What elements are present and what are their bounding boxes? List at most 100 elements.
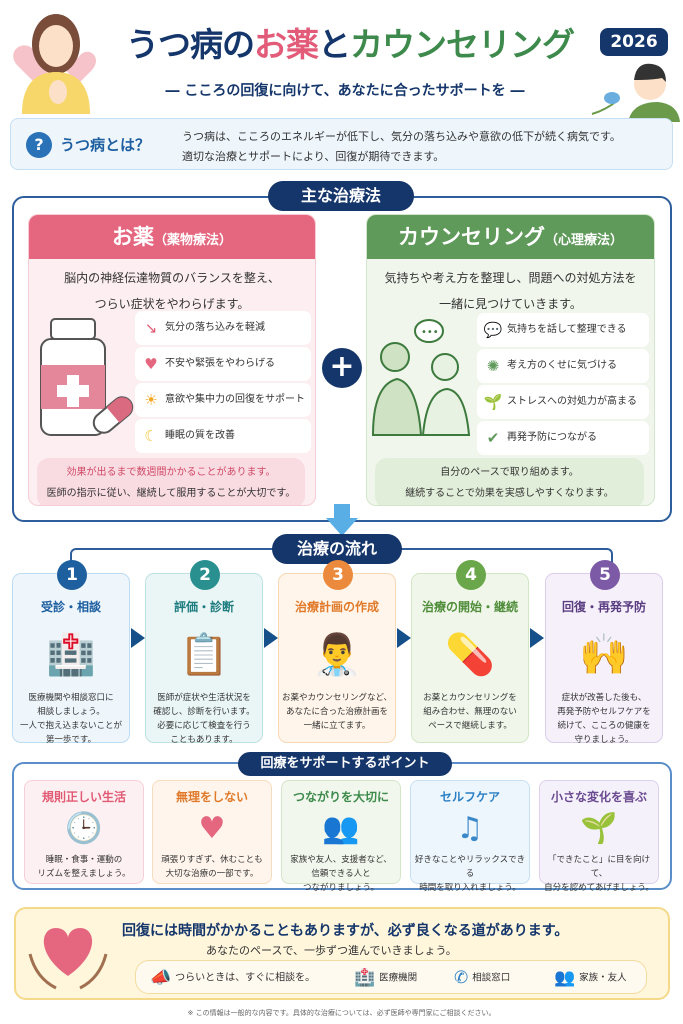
lightbulb-icon: ✺ — [486, 357, 500, 375]
sprout-icon: 🌱 — [580, 811, 618, 846]
celebrating-person-icon: 🙌 — [579, 632, 629, 678]
encouragement-sub: あなたのペースで、一歩ずつ進んでいきましょう。 — [206, 944, 457, 957]
heart-icon: ♥ — [144, 355, 158, 373]
phone-icon: ✆ — [454, 968, 469, 988]
medicine-and-counseling-icon: 💊 — [445, 632, 495, 678]
point-title: 無理をしない — [175, 790, 248, 804]
support-point: 無理をしない ♥ 頑張りすぎず、休むことも大切な治療の一部です。 — [152, 780, 272, 884]
step-title: 回復・再発予防 — [561, 600, 646, 614]
music-note-icon: ♫ — [456, 811, 484, 846]
what-is-box — [10, 118, 673, 170]
clipboard-checklist-icon: 📋 — [179, 632, 229, 678]
man-with-bird-illustration — [588, 60, 680, 122]
step-number: 3 — [323, 560, 353, 590]
counseling-feature-item: 💬気持ちを話して整理できる — [477, 313, 649, 347]
svg-text:•••: ••• — [421, 327, 439, 338]
question-icon: ? — [26, 132, 52, 158]
counseling-card-header: カウンセリング（心理療法） — [367, 215, 654, 259]
medicine-card-header: お薬（薬物療法） — [29, 215, 315, 259]
point-description: 頑張りすぎず、休むことも大切な治療の一部です。 — [161, 855, 263, 879]
counseling-description: 気持ちや考え方を整理し、問題への対処方法を一緒に見つけていきます。 — [384, 271, 637, 311]
sun-icon: ☀ — [144, 391, 158, 409]
step-description: お薬やカウンセリングなど、あなたに合った治療計画を一緒に立てます。 — [281, 693, 393, 731]
counseling-illustration: ••• — [369, 315, 475, 449]
consult-message: 📣つらいときは、すぐに相談を。 — [150, 968, 316, 988]
step-description: 症状が改善した後も、再発予防やセルフケアを続けて、こころの健康を守りましょう。 — [557, 693, 651, 745]
year-badge: 2026 — [600, 28, 668, 56]
what-is-label: うつ病とは？ — [60, 136, 151, 154]
point-description: 家族や友人、支援者など、信頼できる人とつながりましょう。 — [290, 855, 392, 893]
step-title: 治療計画の作成 — [294, 600, 379, 614]
main-treatments-heading: 主な治療法 — [268, 181, 414, 211]
medicine-feature-item: ☾睡眠の質を改善 — [135, 419, 311, 453]
step-number: 1 — [57, 560, 87, 590]
hospital-icon: 🏥 — [354, 968, 376, 988]
point-description: 睡眠・食事・運動のリズムを整えましょう。 — [37, 855, 131, 879]
flow-step-4: 4 治療の開始・継続 💊 お薬とカウンセリングを組み合わせ、無理のないペースで継… — [411, 560, 529, 743]
plus-icon: + — [322, 348, 362, 388]
megaphone-icon: 📣 — [150, 968, 172, 988]
medicine-feature-item: ↘気分の落ち込みを軽減 — [135, 311, 311, 345]
page-title: うつ病のお薬とカウンセリング — [126, 25, 575, 64]
what-is-text: うつ病は、こころのエネルギーが低下し、気分の落ち込みや意欲の低下が続く病気です。… — [182, 130, 621, 163]
medicine-note: 効果が出るまで数週間かかることがあります。医師の指示に従い、継続して服用すること… — [37, 458, 305, 505]
step-title: 治療の開始・継続 — [421, 600, 518, 614]
encouragement-main: 回復には時間がかかることもありますが、必ず良くなる道があります。 — [122, 923, 569, 939]
step-title: 受診・相談 — [40, 600, 101, 614]
flow-step-3: 3 治療計画の作成 👨‍⚕️ お薬やカウンセリングなど、あなたに合った治療計画を… — [278, 560, 396, 743]
arrow-right-icon — [397, 628, 411, 648]
contact-consultation-desk[interactable]: ✆相談窓口 — [454, 968, 511, 988]
counseling-note: 自分のペースで取り組めます。継続することで効果を実感しやすくなります。 — [375, 458, 644, 505]
flow-heading: 治療の流れ — [272, 534, 402, 564]
contact-bar: 📣つらいときは、すぐに相談を。 🏥医療機関 ✆相談窓口 👥家族・友人 — [135, 960, 647, 994]
support-point: つながりを大切に 👥 家族や友人、支援者など、信頼できる人とつながりましょう。 — [281, 780, 401, 893]
point-description: 「できたこと」に目を向けて、自分を認めてあげましょう。 — [544, 855, 654, 893]
counseling-feature-item: 🌱ストレスへの対処力が高まる — [477, 385, 649, 419]
point-title: つながりを大切に — [292, 790, 389, 804]
flow-step-2: 2 評価・診断 📋 医師が症状や生活状況を確認し、診断を行います。必要に応じて検… — [145, 560, 263, 745]
medicine-description: 脳内の神経伝達物質のバランスを整え、つらい症状をやわらげます。 — [64, 271, 280, 311]
support-point: 規則正しい生活 🕒 睡眠・食事・運動のリズムを整えましょう。 — [24, 780, 144, 884]
chat-bubble-icon: 💬 — [483, 321, 503, 339]
medicine-feature-item: ☀意欲や集中力の回復をサポート — [135, 383, 311, 417]
point-title: 規則正しい生活 — [41, 790, 126, 804]
down-arrow-icon — [326, 504, 358, 540]
flow-step-5: 5 回復・再発予防 🙌 症状が改善した後も、再発予防やセルフケアを続けて、こころ… — [545, 560, 663, 745]
hospital-icon: 🏥 — [46, 632, 96, 678]
flow-step-1: 1 受診・相談 🏥 医療機関や相談窓口に相談しましょう。一人で抱え込まないことが… — [12, 560, 130, 745]
support-heading: 回療をサポートするポイント — [238, 752, 452, 776]
step-number: 4 — [456, 560, 486, 590]
heart-in-hands-icon — [26, 920, 110, 994]
step-description: 医療機関や相談窓口に相談しましょう。一人で抱え込まないことが第一歩です。 — [19, 693, 122, 745]
support-point: セルフケア♫好きなことやリラックスできる時間を取り入れましょう。 — [410, 780, 530, 893]
step-number: 2 — [190, 560, 220, 590]
clock-icon: 🕒 — [65, 811, 103, 846]
medicine-feature-item: ♥不安や緊張をやわらげる — [135, 347, 311, 381]
step-number: 5 — [590, 560, 620, 590]
sprout-icon: 🌱 — [483, 393, 503, 411]
counseling-feature-item: ✔再発予防につながる — [477, 421, 649, 455]
support-point: 小さな変化を喜ぶ 🌱 「できたこと」に目を向けて、自分を認めてあげましょう。 — [539, 780, 659, 893]
point-title: セルフケア — [439, 790, 500, 804]
medicine-card: お薬（薬物療法） 脳内の神経伝達物質のバランスを整え、つらい症状をやわらげます。… — [28, 214, 316, 506]
woman-illustration — [8, 6, 98, 114]
subtitle: ― こころの回復に向けて、あなたに合ったサポートを ― — [165, 83, 525, 99]
heart-in-hand-icon: ♥ — [198, 811, 226, 846]
footer-disclaimer: ※ この情報は一般的な内容です。具体的な治療については、必ず医師や専門家にご相談… — [187, 1009, 496, 1017]
step-description: お薬とカウンセリングを組み合わせ、無理のないペースで継続します。 — [423, 693, 517, 731]
people-icon: 👥 — [554, 968, 576, 988]
contact-medical-institution[interactable]: 🏥医療機関 — [354, 968, 418, 988]
step-description: 医師が症状や生活状況を確認し、診断を行います。必要に応じて検査を行うこともありま… — [153, 693, 255, 745]
moon-icon: ☾ — [144, 427, 158, 445]
medicine-bottle-illustration — [35, 315, 135, 444]
doctor-patient-icon: 👨‍⚕️ — [312, 632, 362, 678]
people-icon: 👥 — [322, 811, 360, 846]
counseling-feature-item: ✺考え方のくせに気づける — [477, 349, 649, 383]
contact-family-friends[interactable]: 👥家族・友人 — [554, 968, 627, 988]
point-title: 小さな変化を喜ぶ — [550, 790, 647, 804]
trend-down-icon: ↘ — [144, 319, 158, 337]
step-title: 評価・診断 — [173, 600, 234, 614]
shield-check-icon: ✔ — [486, 429, 500, 447]
arrow-right-icon — [264, 628, 278, 648]
arrow-right-icon — [131, 628, 145, 648]
